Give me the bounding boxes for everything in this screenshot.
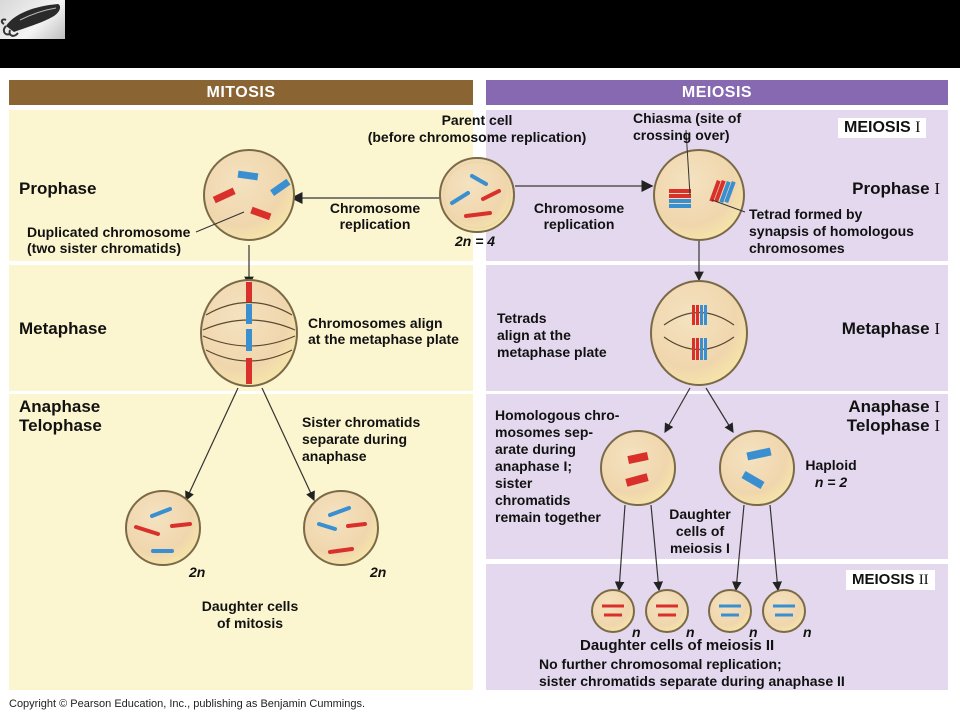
meiosis2-daughter-cell-1 — [591, 589, 635, 633]
mitosis-daughter-ploidy-right: 2n — [370, 564, 387, 580]
meiosis1-daughter-cell-right — [719, 430, 795, 506]
homologous-label-5: sister — [495, 475, 533, 491]
meiosis-anaphase-panel — [486, 394, 948, 559]
mitosis-daughter-ploidy-left: 2n — [189, 564, 206, 580]
meiosis-1-tag: MEIOSIS I — [838, 118, 927, 138]
haploid-label-2: n = 2 — [814, 474, 848, 490]
chiasma-label-2: crossing over) — [633, 127, 730, 143]
meiosis-stage-telophase: Telophase I — [780, 416, 940, 435]
meiosis-stage-prophase: Prophase I — [780, 179, 940, 198]
tetrad-label-3: chromosomes — [749, 240, 845, 256]
arrow-metaphase-to-daughter-left — [185, 387, 239, 502]
tetrad-label-1: Tetrad formed by — [749, 206, 863, 222]
parent-cell-title: Parent cell — [441, 112, 513, 128]
mitosis-stage-metaphase: Metaphase — [19, 319, 107, 338]
mitosis-daughter-cell-left — [125, 490, 201, 566]
arrow-meiosis2-4 — [769, 504, 782, 592]
arrow-meiosis2-3 — [732, 504, 745, 592]
meiosis2-ploidy-4: n — [803, 624, 812, 640]
meiosis-stage-anaphase-numeral: I — [934, 397, 940, 416]
arrow-meiosis2-1 — [614, 504, 626, 592]
mitosis-metaphase-cell — [200, 279, 298, 387]
meiosis-stage-prophase-numeral: I — [934, 179, 940, 198]
tetrads-align-label-2: align at the — [497, 327, 571, 343]
mitosis-prophase-cell — [195, 149, 295, 241]
tetrads-align-label-1: Tetrads — [497, 310, 547, 326]
meiosis2-ploidy-3: n — [749, 624, 758, 640]
meiosis2-daughter-label: Daughter cells of meiosis II — [580, 637, 775, 654]
mitosis-align-label-2: at the metaphase plate — [308, 331, 459, 347]
meiosis-stage-metaphase-text: Metaphase — [841, 319, 930, 338]
mitosis-align-label-1: Chromosomes align — [308, 315, 443, 331]
mitosis-stage-prophase: Prophase — [19, 179, 97, 198]
meiosis-stage-telophase-numeral: I — [934, 416, 940, 435]
homologous-label-2: mosomes sep- — [495, 424, 594, 440]
arrow-metaphase-to-daughter-right — [261, 387, 315, 502]
mitosis-daughter-label-1: Daughter cells — [201, 598, 299, 614]
mitosis-stage-telophase: Telophase — [19, 416, 102, 435]
meiosis-2-tag-numeral: II — [918, 572, 929, 588]
copyright-notice: Copyright © Pearson Education, Inc., pub… — [9, 698, 366, 710]
meiosis2-note-2: sister chromatids separate during anapha… — [539, 673, 845, 689]
homologous-label-6: chromatids — [495, 492, 571, 508]
meiosis2-daughter-cell-3 — [708, 589, 752, 633]
tetrad-label-2: synapsis of homologous — [749, 223, 914, 239]
meiosis2-ploidy-2: n — [686, 624, 695, 640]
meiosis2-ploidy-1: n — [632, 624, 641, 640]
tetrads-align-label-3: metaphase plate — [497, 344, 607, 360]
arrow-meiosis2-2 — [650, 504, 663, 592]
meiosis-stage-telophase-text: Telophase — [846, 416, 930, 435]
meiosis-1-tag-numeral: I — [915, 119, 921, 136]
parent-cell-ploidy: 2n = 4 — [455, 233, 496, 249]
meiosis-stage-metaphase: Metaphase I — [780, 319, 940, 338]
mitosis-separate-label-2: separate during — [302, 431, 408, 447]
mitosis-daughter-label-2: of mitosis — [216, 615, 284, 631]
mitosis-separate-label-3: anaphase — [302, 448, 367, 464]
meiosis-stage-anaphase-text: Anaphase — [848, 397, 930, 416]
meiosis-metaphase-cell — [650, 280, 748, 386]
meiosis-stage-anaphase: Anaphase I — [780, 397, 940, 416]
meiosis1-daughter-label-2: cells of — [675, 523, 725, 539]
meiosis1-daughter-label-3: meiosis I — [670, 540, 730, 556]
homologous-label-3: arate during — [495, 441, 576, 457]
meiosis2-daughter-cell-4 — [762, 589, 806, 633]
meiosis-1-tag-text: MEIOSIS — [844, 119, 911, 136]
homologous-label-1: Homologous chro- — [495, 407, 620, 423]
meiosis2-note-1: No further chromosomal replication; — [539, 656, 782, 672]
mitosis-separate-label-1: Sister chromatids — [302, 414, 421, 430]
slide-top-bar — [0, 0, 960, 68]
mitosis-duplicated-label-2: (two sister chromatids) — [27, 240, 182, 256]
mitosis-duplicated-label-1: Duplicated chromosome — [27, 224, 191, 240]
meiosis1-daughter-label-1: Daughter — [669, 506, 731, 522]
parent-cell — [439, 157, 515, 233]
squid-logo-icon — [0, 0, 65, 39]
mitosis-replication-label-2: replication — [339, 216, 411, 232]
meiosis-stage-prophase-text: Prophase — [852, 179, 930, 198]
mitosis-replication-label-1: Chromosome — [329, 200, 421, 216]
meiosis-replication-label-2: replication — [543, 216, 615, 232]
parent-cell-subtitle: (before chromosome replication) — [367, 129, 587, 145]
meiosis2-daughter-cell-2 — [645, 589, 689, 633]
meiosis-2-tag-text: MEIOSIS — [852, 571, 915, 588]
mitosis-anaphase-panel — [9, 394, 473, 690]
meiosis-2-tag: MEIOSIS II — [846, 570, 935, 590]
haploid-label-1: Haploid — [805, 457, 857, 473]
meiosis-stage-metaphase-numeral: I — [934, 319, 940, 338]
meiosis1-daughter-cell-left — [600, 430, 676, 506]
chiasma-label-1: Chiasma (site of — [633, 110, 742, 126]
mitosis-daughter-cell-right — [303, 490, 379, 566]
meiosis-replication-label-1: Chromosome — [533, 200, 625, 216]
mitosis-stage-anaphase: Anaphase — [19, 397, 101, 416]
mitosis-header: MITOSIS — [9, 80, 473, 105]
meiosis-prophase-cell — [653, 129, 746, 241]
arrow-meiosis1-left — [664, 387, 691, 434]
homologous-label-7: remain together — [495, 509, 601, 525]
arrow-meiosis1-right — [705, 387, 734, 434]
meiosis-header: MEIOSIS — [486, 80, 948, 105]
homologous-label-4: anaphase I; — [495, 458, 573, 474]
